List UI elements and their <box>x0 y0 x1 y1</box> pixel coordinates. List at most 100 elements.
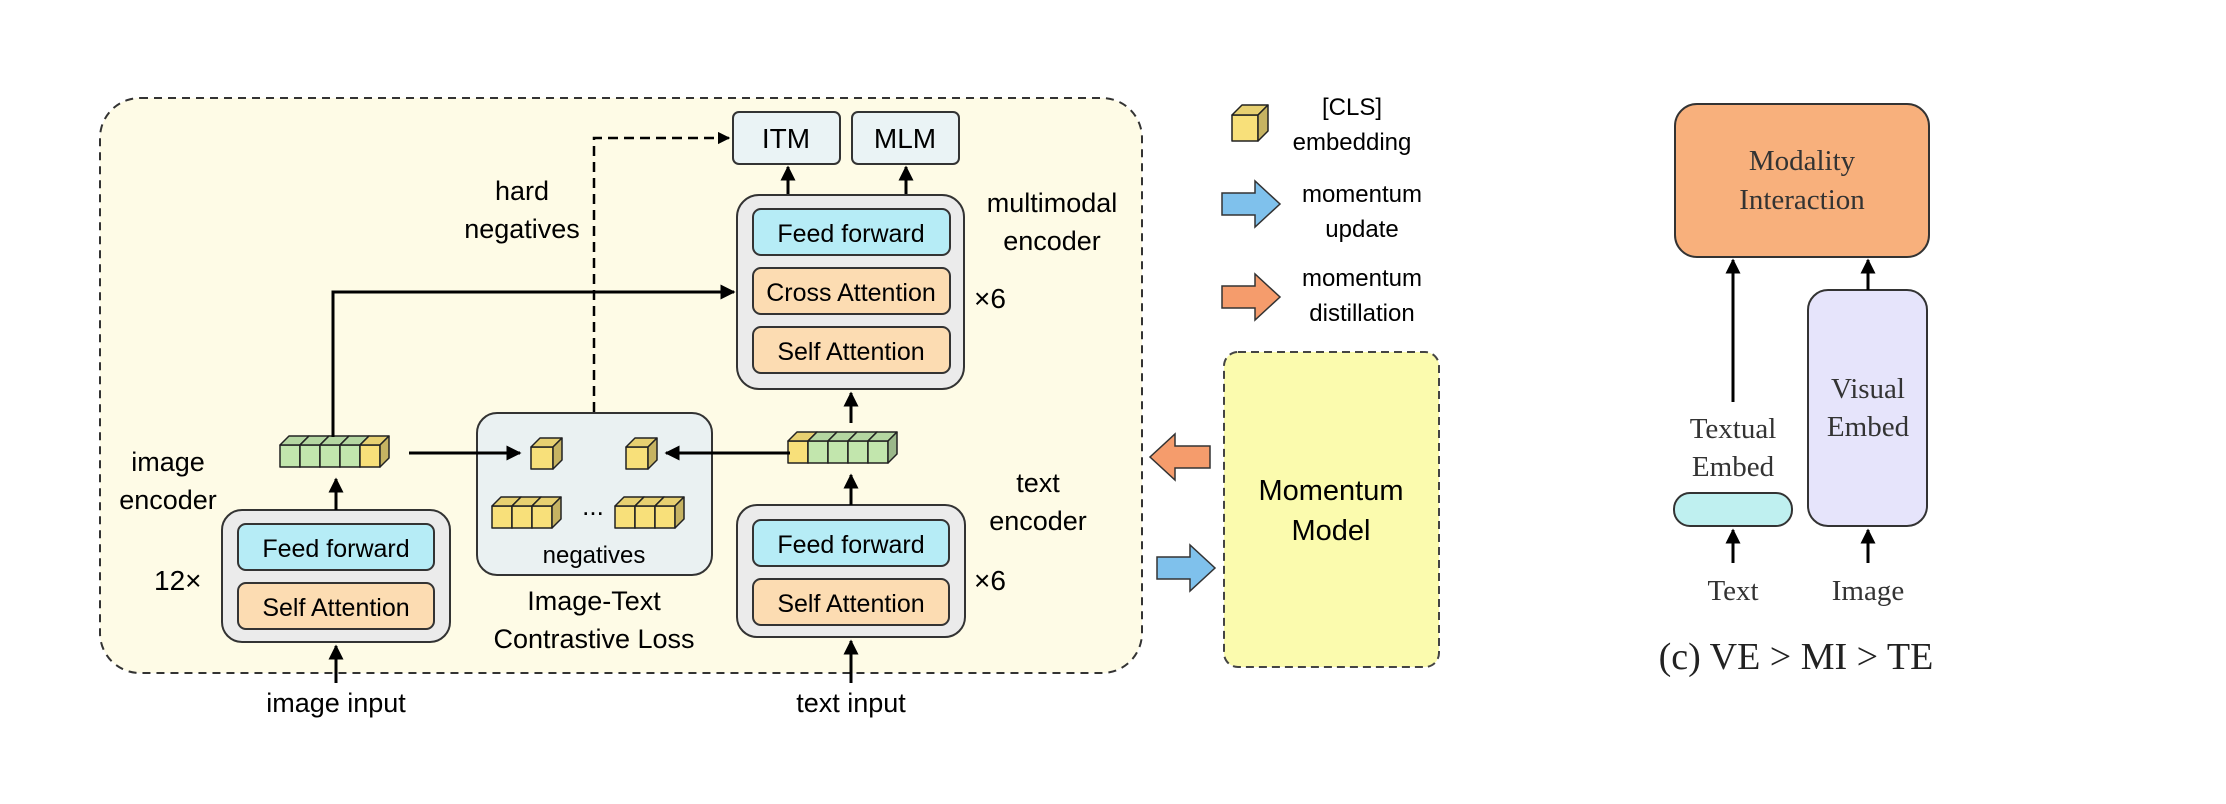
itm-head: ITM <box>732 111 841 165</box>
mm-cross-attention <box>752 267 951 315</box>
mm-repeat-label: ×6 <box>974 283 1006 314</box>
multimodal-encoder-label-2: encoder <box>1003 226 1101 256</box>
panel-c: Modality Interaction Visual Embed Textua… <box>1659 103 1934 678</box>
cube-front <box>867 440 889 464</box>
hard-negatives-label-2: negatives <box>464 214 580 244</box>
visual-embed-label-1: Visual <box>1831 373 1905 405</box>
momentum-model-label-2: Model <box>1292 515 1371 547</box>
cube-front <box>634 505 656 529</box>
image-input-label: image input <box>266 688 406 718</box>
momentum-model-label-1: Momentum <box>1258 475 1403 507</box>
cube-side <box>647 437 658 470</box>
image-input-label-c: Image <box>1832 575 1904 607</box>
cube-front <box>339 444 361 468</box>
mlm-head: MLM <box>851 111 960 165</box>
orange-arrow-icon <box>1221 272 1282 322</box>
hard-negatives-dashed-arrow <box>592 131 731 412</box>
cube-front <box>654 505 676 529</box>
visual-embed-box <box>1807 289 1928 527</box>
mm-self-attention <box>752 326 951 374</box>
text-encoder-label-2: encoder <box>989 506 1087 536</box>
cube-side <box>674 496 685 529</box>
cube-side <box>379 435 390 468</box>
cube-front <box>1231 114 1259 142</box>
text-input-label-c: Text <box>1707 575 1758 607</box>
text-token-strip-token <box>867 431 898 464</box>
itc-image-cls-cube <box>530 437 563 470</box>
blue-arrow-icon <box>1221 179 1282 229</box>
legend-distillation-label-2: distillation <box>1309 300 1414 327</box>
image-token-strip-token <box>359 435 390 468</box>
legend-update-label-2: update <box>1325 216 1398 243</box>
img-self-attention-label: Self Attention <box>262 594 409 622</box>
textual-embed-label-2: Embed <box>1692 451 1775 483</box>
img-feed-forward-label: Feed forward <box>262 535 409 563</box>
token-layer <box>279 431 898 529</box>
cube-front <box>279 444 301 468</box>
text-input-label: text input <box>796 688 906 718</box>
textual-embed-label-1: Textual <box>1690 413 1777 445</box>
negatives-group-left-token <box>531 496 562 529</box>
legend-update-label-1: momentum <box>1302 181 1422 208</box>
mm-feed-forward <box>752 208 951 256</box>
mlm-label: MLM <box>874 123 936 154</box>
negatives-group-right <box>614 496 685 529</box>
itc-text-cls-cube <box>625 437 658 470</box>
cube-front <box>847 440 869 464</box>
negatives-group-left <box>491 496 562 529</box>
txt-feed-forward-label: Feed forward <box>777 531 924 559</box>
cls-cube-icon <box>1231 104 1269 142</box>
legend: [CLS] embedding momentum update momentum… <box>1221 94 1422 327</box>
cube-side <box>552 437 563 470</box>
cube-front <box>511 505 533 529</box>
text-encoder-block: Feed forward Self Attention <box>736 504 966 638</box>
txt-feed-forward <box>752 519 950 567</box>
txt-repeat-label: ×6 <box>974 565 1006 596</box>
img-tokens-to-cross-attn-arrow <box>331 284 736 437</box>
legend-cls-label-1: [CLS] <box>1322 94 1382 121</box>
cube-side <box>887 431 898 464</box>
txt-self-attention <box>752 578 950 626</box>
txt-self-attention-label: Self Attention <box>777 590 924 618</box>
img-feed-forward <box>237 523 435 571</box>
text-token-strip <box>787 431 898 464</box>
image-encoder-block: Feed forward Self Attention <box>221 509 451 643</box>
cube-front <box>319 444 341 468</box>
hard-negatives-label-1: hard <box>495 176 549 206</box>
momentum-update-arrow <box>1156 543 1217 593</box>
image-encoder-label-2: encoder <box>119 485 217 515</box>
multimodal-encoder-label-1: multimodal <box>987 188 1118 218</box>
cube-front <box>614 505 636 529</box>
legend-cube-shape <box>1231 104 1269 142</box>
cube-side <box>1257 104 1269 142</box>
img-repeat-label: 12× <box>154 565 202 596</box>
cube-front <box>530 446 554 470</box>
panel-c-caption: (c) VE > MI > TE <box>1659 636 1934 678</box>
img-self-attention <box>237 582 435 630</box>
negatives-group-right-token <box>654 496 685 529</box>
legend-distillation-label-1: momentum <box>1302 265 1422 292</box>
itm-label: ITM <box>762 123 810 154</box>
cube-front <box>299 444 321 468</box>
image-token-strip <box>279 435 390 468</box>
legend-cls-label-2: embedding <box>1293 129 1412 156</box>
cube-front <box>807 440 829 464</box>
modality-interaction-label-1: Modality <box>1749 145 1856 177</box>
image-encoder-label-1: image <box>131 447 205 477</box>
cube-front <box>359 444 381 468</box>
negatives-label: negatives <box>543 542 646 569</box>
visual-embed-label-2: Embed <box>1827 411 1910 443</box>
modality-interaction-box <box>1674 103 1930 258</box>
cube-front <box>787 440 809 464</box>
multimodal-encoder-block: Feed forward Cross Attention Self Attent… <box>736 194 965 390</box>
cube-side <box>551 496 562 529</box>
momentum-distillation-arrow <box>1148 432 1211 482</box>
mm-self-attention-label: Self Attention <box>777 338 924 366</box>
cube-front <box>531 505 553 529</box>
cube-front <box>491 505 513 529</box>
mm-cross-attention-label: Cross Attention <box>766 279 936 307</box>
cube-front <box>827 440 849 464</box>
mm-feed-forward-label: Feed forward <box>777 220 924 248</box>
textual-embed-box <box>1673 492 1793 527</box>
